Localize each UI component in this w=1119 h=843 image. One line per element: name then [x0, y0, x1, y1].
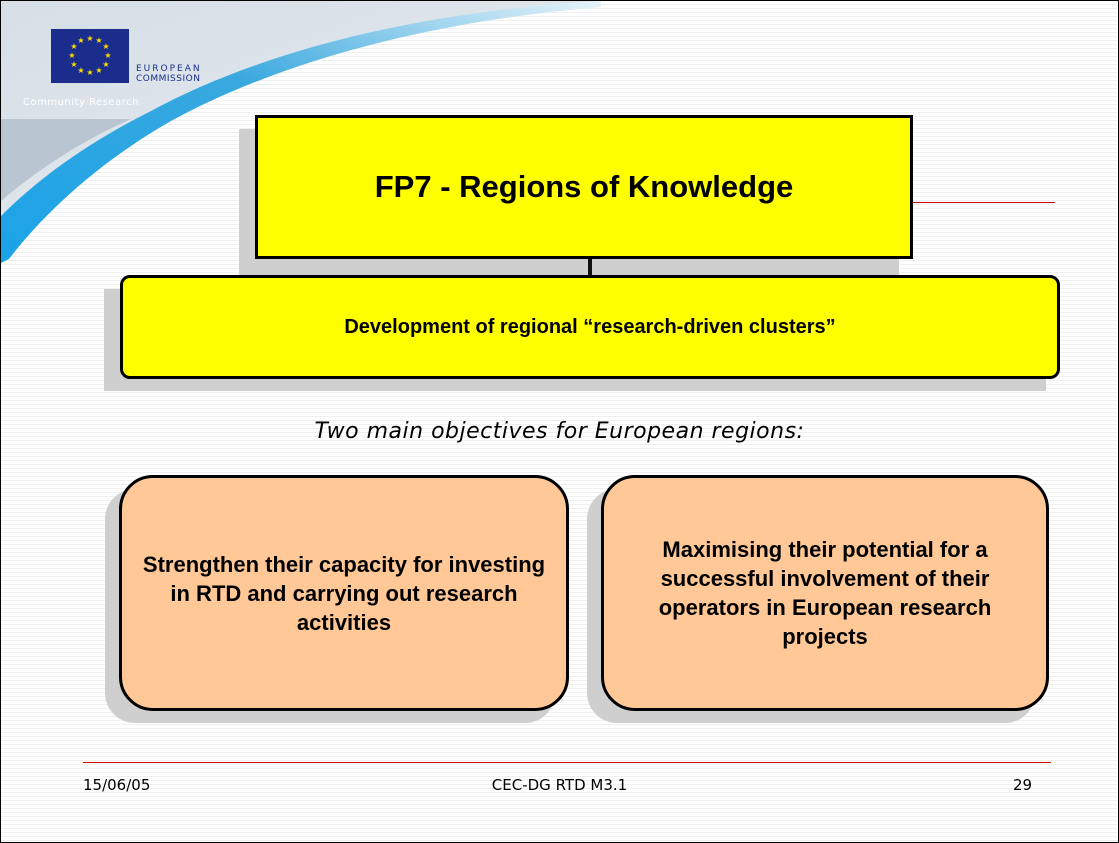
objective-box-capacity: Strengthen their capacity for investing …: [119, 475, 569, 711]
svg-text:★: ★: [102, 60, 109, 69]
page-number: 29: [1013, 776, 1033, 794]
logo-line2: COMMISSION: [136, 74, 201, 84]
svg-text:★: ★: [70, 42, 77, 51]
logo-tagline: Community Research: [23, 97, 139, 108]
svg-text:★: ★: [86, 68, 93, 77]
footer-reference: CEC-DG RTD M3.1: [491, 776, 628, 794]
eu-flag-logo: ★ ★ ★ ★ ★ ★ ★ ★ ★ ★ ★ ★: [51, 29, 129, 83]
svg-text:★: ★: [86, 34, 93, 43]
development-text: Development of regional “research-driven…: [344, 315, 836, 338]
objective-text-capacity: Strengthen their capacity for investing …: [142, 551, 546, 635]
svg-text:★: ★: [68, 51, 75, 60]
svg-text:★: ★: [95, 36, 102, 45]
footer-rule: [83, 762, 1051, 763]
svg-text:★: ★: [77, 36, 84, 45]
svg-text:★: ★: [70, 60, 77, 69]
slide-title: FP7 - Regions of Knowledge: [374, 169, 794, 204]
title-accent-line: [913, 202, 1055, 203]
objective-text-potential: Maximising their potential for a success…: [658, 537, 992, 649]
header-swoosh: [1, 1, 601, 263]
svg-text:★: ★: [77, 66, 84, 75]
svg-text:★: ★: [95, 66, 102, 75]
footer-date: 15/06/05: [83, 776, 151, 794]
logo-line1: EUROPEAN: [136, 64, 202, 74]
eu-logo-text: EUROPEAN COMMISSION: [136, 64, 202, 84]
development-box: Development of regional “research-driven…: [120, 275, 1060, 379]
objective-box-potential: Maximising their potential for a success…: [601, 475, 1049, 711]
title-box: FP7 - Regions of Knowledge: [255, 115, 913, 259]
svg-text:★: ★: [102, 42, 109, 51]
svg-text:★: ★: [104, 51, 111, 60]
connector-line: [588, 257, 592, 277]
objectives-subtitle: Two main objectives for European regions…: [314, 419, 805, 444]
